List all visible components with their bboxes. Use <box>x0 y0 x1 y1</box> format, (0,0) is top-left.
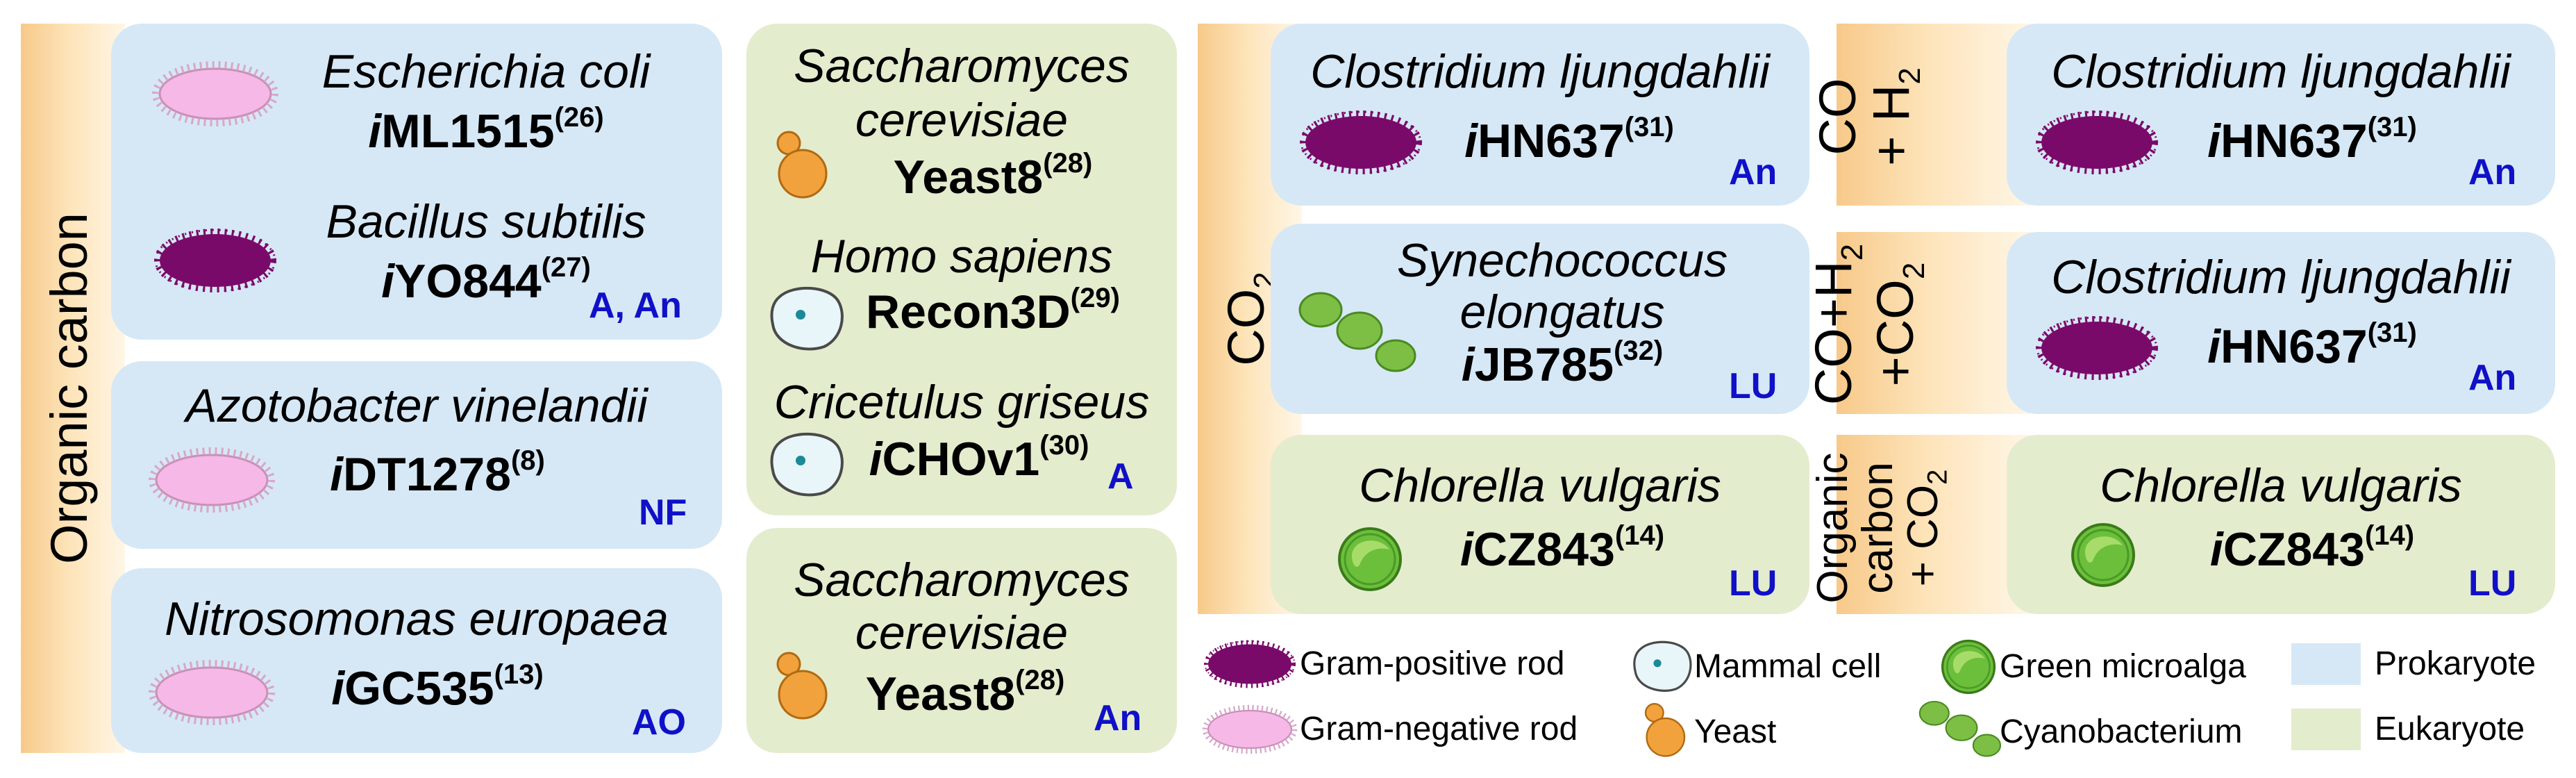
card-eukaryote-organic-carbon <box>746 24 1177 515</box>
organic-carbon-band <box>21 24 125 753</box>
growth-condition: LU <box>2468 563 2517 604</box>
organism-name: cerevisiae <box>855 94 1069 147</box>
organic-carbon-co2-band <box>1837 435 2031 614</box>
model-name: iYO844(27) <box>381 252 591 308</box>
legend-label: Gram-negative rod <box>1300 711 1578 747</box>
legend-label: Eukaryote <box>2375 711 2525 747</box>
prokaryote-swatch <box>2291 643 2361 685</box>
mammal-cell-icon <box>770 286 844 351</box>
gram-positive-rod-icon <box>1198 636 1302 692</box>
organism-name: Synechococcus <box>1396 234 1728 287</box>
gram-negative-rod-icon <box>146 56 285 132</box>
organism-name: Clostridium ljungdahlii <box>2051 45 2511 98</box>
gram-negative-rod-icon <box>142 442 281 518</box>
growth-condition: A, An <box>589 285 682 326</box>
legend-label: Yeast <box>1694 713 1777 750</box>
gram-negative-rod-icon <box>142 654 281 731</box>
organism-name: cerevisiae <box>855 606 1069 659</box>
model-name: iCZ843(14) <box>1460 520 1665 576</box>
organism-name: Chlorella vulgaris <box>2100 459 2462 512</box>
organism-name: Escherichia coli <box>321 45 651 98</box>
model-name: Yeast8(28) <box>893 148 1093 204</box>
co-h2-band <box>1837 24 2031 206</box>
organism-name: Homo sapiens <box>810 230 1113 283</box>
organism-name: Bacillus subtilis <box>326 195 646 248</box>
growth-condition: An <box>2468 358 2517 398</box>
model-name: iHN637(31) <box>2207 112 2417 167</box>
organism-name: Cricetulus griseus <box>773 376 1150 429</box>
model-name: iDT1278(8) <box>330 445 545 501</box>
model-name: Recon3D(29) <box>866 283 1120 338</box>
legend-label: Mammal cell <box>1694 648 1882 685</box>
model-name: iCHOv1(30) <box>869 430 1089 486</box>
gram-negative-rod-icon <box>1198 702 1302 757</box>
organism-name: Saccharomyces <box>794 554 1130 606</box>
model-name: iML1515(26) <box>368 102 604 158</box>
eukaryote-swatch <box>2291 709 2361 750</box>
card-prokaryote-clostridium-co-h2 <box>2007 24 2555 206</box>
organism-name: Clostridium ljungdahlii <box>2051 251 2511 304</box>
card-prokaryote-clostridium-co2 <box>1271 24 1809 206</box>
organism-name: Saccharomyces <box>794 40 1130 92</box>
model-name: iGC535(13) <box>331 659 544 715</box>
gram-positive-rod-icon <box>1291 104 1430 181</box>
organism-name: Chlorella vulgaris <box>1359 459 1721 512</box>
organism-name: Nitrosomonas europaea <box>165 593 669 645</box>
model-name: iCZ843(14) <box>2209 520 2415 576</box>
growth-condition: LU <box>1729 563 1778 604</box>
legend-label: Prokaryote <box>2375 645 2536 682</box>
growth-condition: An <box>1094 698 1142 738</box>
gram-positive-rod-icon <box>146 222 285 299</box>
growth-condition: LU <box>1729 366 1778 406</box>
mammal-cell-icon <box>1633 640 1692 692</box>
gram-positive-rod-icon <box>2027 104 2166 181</box>
green-microalga-icon <box>1941 639 1996 695</box>
yeast-icon <box>1644 703 1686 757</box>
organic-carbon-co2-label: Organic carbon + CO2 <box>1808 452 1953 604</box>
gram-positive-rod-icon <box>2027 310 2166 386</box>
legend-label: Green microalga <box>2000 648 2246 685</box>
organism-name: elongatus <box>1460 285 1665 338</box>
co-h2-co2-band <box>1837 232 2031 414</box>
co-h2-label: CO + H2 <box>1808 67 1927 166</box>
yeast-icon <box>776 652 828 720</box>
organic-carbon-label: Organic carbon <box>40 213 99 564</box>
growth-condition: NF <box>639 493 687 533</box>
growth-condition: A <box>1107 456 1134 497</box>
yeast-icon <box>776 131 828 199</box>
model-name: iHN637(31) <box>2207 317 2417 373</box>
organism-name: Azotobacter vinelandii <box>185 379 648 432</box>
mammal-cell-icon <box>770 432 844 497</box>
co-h2-co2-label: CO+H2 +CO2 <box>1805 243 1931 406</box>
card-eukaryote-yeast-anaerobic <box>746 528 1177 753</box>
organism-name: Clostridium ljungdahlii <box>1310 45 1770 98</box>
model-name: Yeast8(28) <box>865 665 1065 720</box>
model-name: iJB785(32) <box>1461 336 1664 391</box>
growth-condition: An <box>1729 152 1778 192</box>
growth-condition: An <box>2468 152 2517 192</box>
green-microalga-icon <box>1338 527 1402 591</box>
growth-condition: AO <box>632 702 686 743</box>
cyanobacterium-icon <box>1298 292 1416 372</box>
green-microalga-icon <box>2071 523 2135 587</box>
legend-label: Gram-positive rod <box>1300 645 1565 682</box>
cyanobacterium-icon <box>1918 700 2002 757</box>
model-name: iHN637(31) <box>1464 112 1674 167</box>
legend-label: Cyanobacterium <box>2000 713 2243 750</box>
